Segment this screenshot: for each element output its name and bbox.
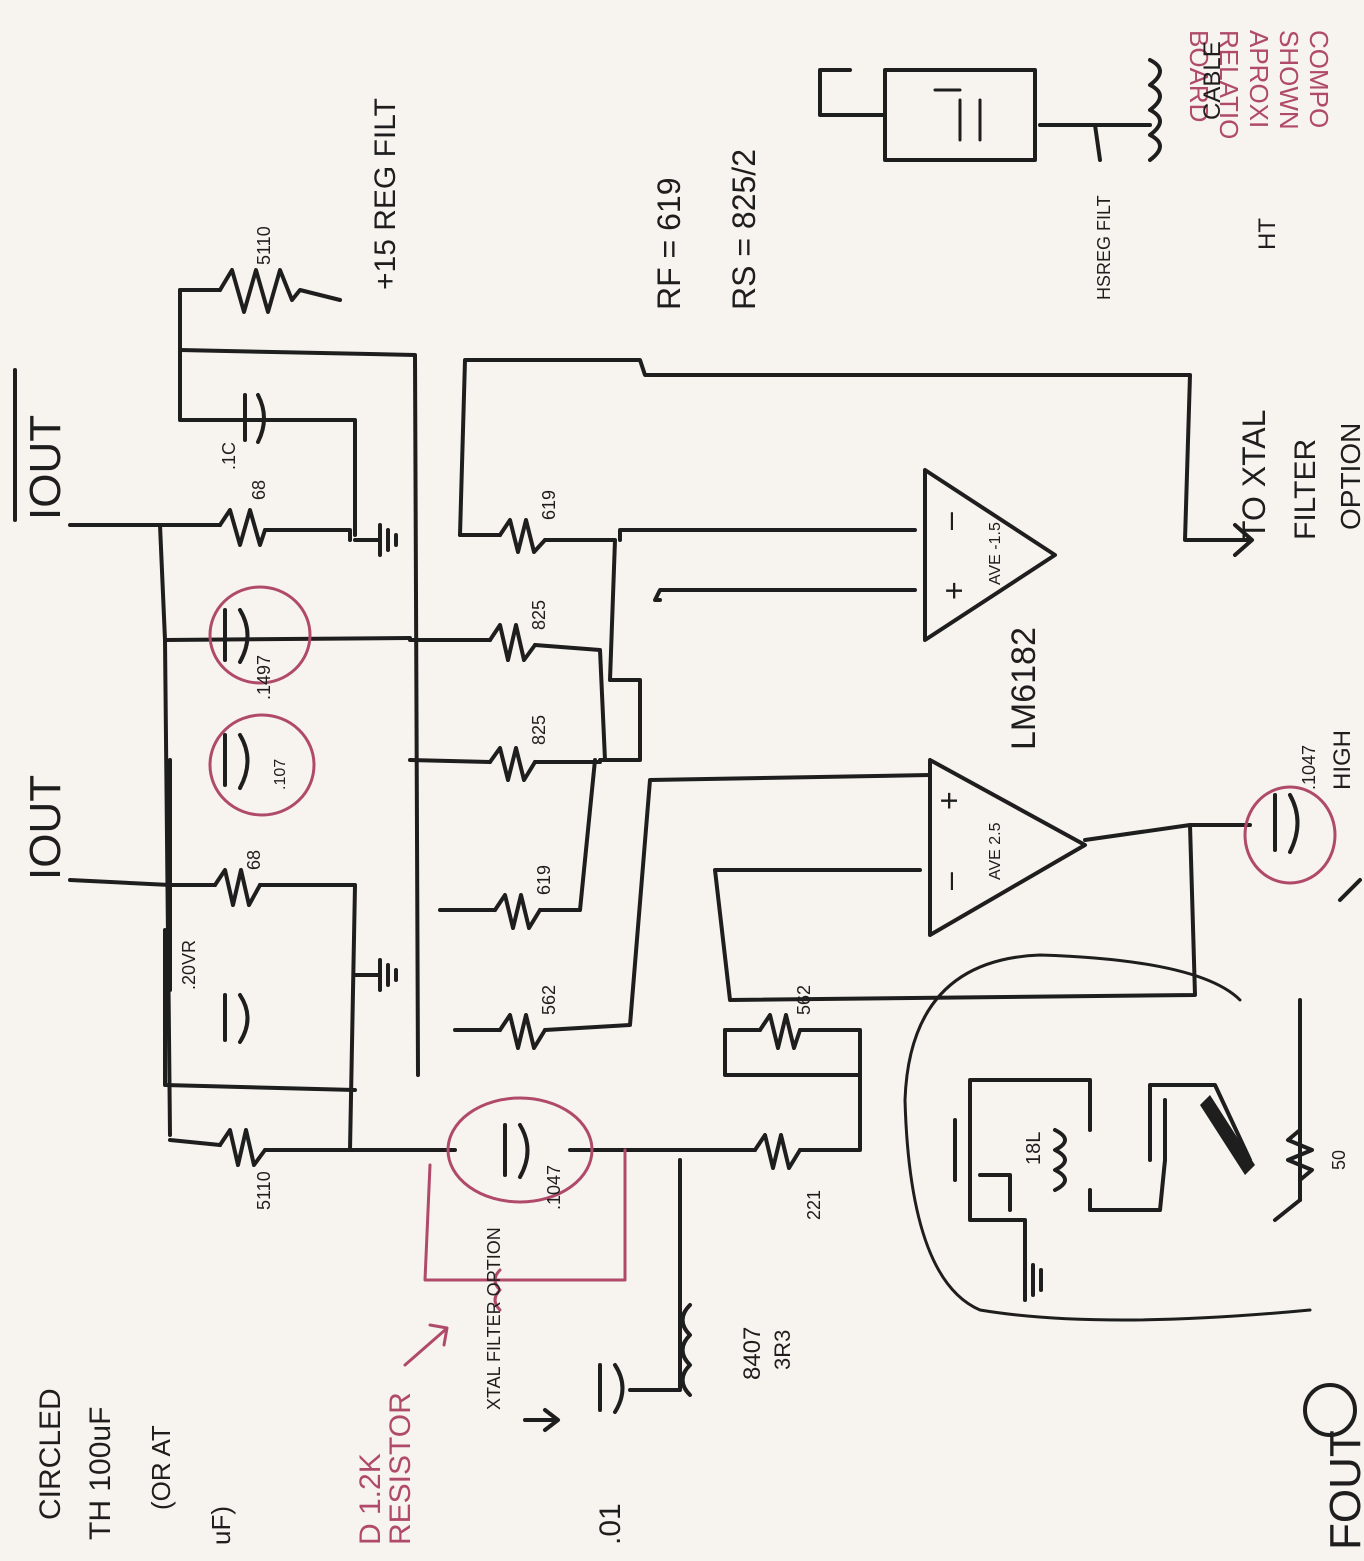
opamp-top-minus: – xyxy=(931,512,967,530)
val-r-562-a: 562 xyxy=(539,985,559,1015)
note-bottom-left-0: CIRCLED xyxy=(34,1388,67,1520)
val-cap-1047: .1047 xyxy=(544,1165,564,1210)
val-cap-107: .107 xyxy=(272,759,289,790)
label-high: HIGH xyxy=(1329,730,1356,790)
opamp-top-gain: AVE -1.5 xyxy=(987,522,1004,585)
label-to-xtal: TO XTAL xyxy=(1236,410,1272,540)
label-rf: RF = 619 xyxy=(651,177,687,310)
resistor-221 xyxy=(753,1133,802,1170)
opamp-bot-plus: + xyxy=(931,791,967,810)
opamp-bot-gain: AVE 2.5 xyxy=(987,822,1004,880)
label-ht: HT xyxy=(1254,218,1281,250)
label-ind-sub: 3R3 xyxy=(770,1330,795,1370)
note-top-right-1: SHOWN xyxy=(1274,30,1304,130)
label-filter: FILTER xyxy=(1289,439,1322,540)
resistor-68-b xyxy=(213,868,262,907)
note-top-right-4: BOARD xyxy=(1184,30,1214,122)
fout-terminal xyxy=(1303,1383,1357,1437)
val-r-825-b: 825 xyxy=(529,715,549,745)
label-xtal-filter-option: XTAL FILTER OPTION xyxy=(484,1227,504,1410)
val-r-562-b: 562 xyxy=(794,985,814,1015)
label-hs-reg-filt: HSREG FILT xyxy=(1094,195,1114,300)
val-cap-dot1: .1C xyxy=(219,442,239,470)
regulator-box xyxy=(818,68,1102,162)
text-labels: COMPO SHOWN APROXI RELATIO BOARD CIRCLED… xyxy=(13,30,1364,1550)
opamp-top xyxy=(923,468,1057,642)
val-cap-20vr: .20VR xyxy=(179,940,199,990)
note-bottom-left-1: TH 100uF xyxy=(84,1407,117,1540)
label-fout: FOUT xyxy=(1321,1430,1364,1550)
note-top-right-2: APROXI xyxy=(1244,30,1274,128)
val-r-68b: 68 xyxy=(244,850,264,870)
label-cable: CABLE xyxy=(1199,41,1226,120)
resistor-619-b xyxy=(493,893,542,930)
val-r-619-b: 619 xyxy=(534,865,554,895)
opamp-bottom xyxy=(928,758,1087,937)
label-option: OPTION xyxy=(1335,423,1364,530)
resistor-5110-top xyxy=(218,268,342,314)
capacitors xyxy=(223,393,1300,1414)
resistors xyxy=(213,268,1314,1182)
resistor-68 xyxy=(218,508,267,547)
val-r-50: 50 xyxy=(1329,1150,1349,1170)
label-ind-val: 8407 xyxy=(739,1327,766,1380)
label-lm6182: LM6182 xyxy=(1005,627,1043,750)
red-annotations xyxy=(208,585,1337,1367)
filter-loop xyxy=(903,953,1312,1322)
label-rs: RS = 825/2 xyxy=(726,149,762,310)
label-ind-18l: 18L xyxy=(1023,1132,1045,1165)
val-cap-1047b: .1047 xyxy=(1299,745,1319,790)
val-r-221: 221 xyxy=(804,1190,824,1220)
resistor-825-a xyxy=(488,623,537,662)
note-bottom-left-3: uF) xyxy=(206,1506,236,1545)
note-red-1: RESISTOR xyxy=(384,1392,417,1545)
opamp-top-plus: + xyxy=(936,581,972,600)
label-iout: IOUT xyxy=(21,775,70,880)
val-r-825-a: 825 xyxy=(529,600,549,630)
grounds xyxy=(353,523,1043,1302)
wires xyxy=(68,288,1362,1392)
resistor-562-b xyxy=(758,1013,802,1050)
val-r-619-top: 619 xyxy=(539,490,559,520)
resistor-825-b xyxy=(488,746,537,782)
resistor-619-top xyxy=(498,518,547,554)
resistor-562-a xyxy=(498,1013,547,1050)
note-top-right-3: RELATIO xyxy=(1214,30,1244,139)
val-cap-1497: .1497 xyxy=(254,655,274,700)
note-top-right-0: COMPO xyxy=(1304,30,1334,128)
label-cap-01: .01 xyxy=(594,1503,627,1545)
opamp-bot-minus: – xyxy=(931,872,967,890)
val-r-5110-top: 5110 xyxy=(254,226,274,265)
note-red-0: D 1.2K xyxy=(354,1453,387,1545)
label-iout-bar: IOUT xyxy=(21,415,70,520)
resistor-50 xyxy=(1286,1128,1314,1182)
note-bottom-left-2: (OR AT xyxy=(146,1425,176,1510)
val-r-5110-bot: 5110 xyxy=(254,1171,274,1210)
label-reg-filt: +15 REG FILT xyxy=(369,98,402,290)
resistor-5110-bot xyxy=(218,1128,267,1167)
val-r-68: 68 xyxy=(249,480,269,500)
arrows xyxy=(523,523,1254,1432)
